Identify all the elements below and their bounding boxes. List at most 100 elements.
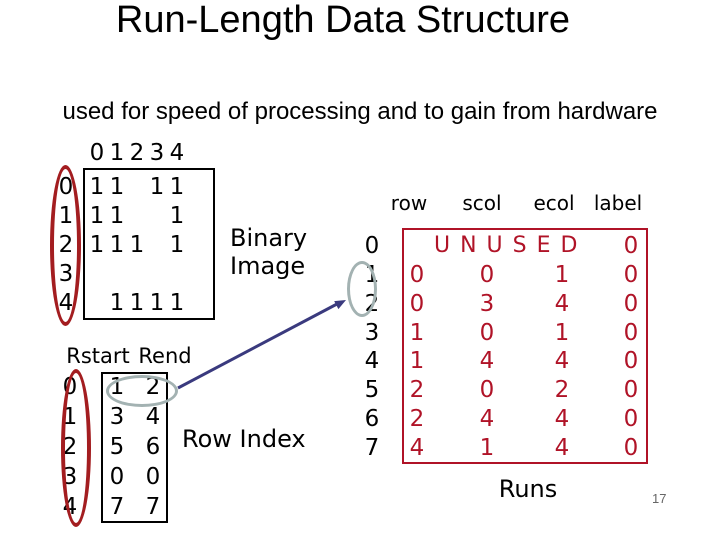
col-header-cell: 0 xyxy=(89,140,105,166)
run-scol-cell: 3 xyxy=(479,290,495,317)
run-index-cell: 5 xyxy=(364,377,380,404)
rend-cell: 7 xyxy=(145,494,161,520)
matrix-cell: 1 xyxy=(89,173,105,200)
run-scol-cell: 4 xyxy=(479,348,495,375)
matrix-cell: 1 xyxy=(89,202,105,229)
matrix-cell xyxy=(167,259,187,288)
red-ellipse-rowindex-labels xyxy=(61,369,91,527)
run-label-cell: 0 xyxy=(623,290,639,317)
matrix-cell: 1 xyxy=(169,231,185,258)
matrix-cell xyxy=(127,201,147,230)
red-ellipse-binary-row-labels xyxy=(50,165,81,326)
page-number: 17 xyxy=(652,491,667,506)
run-index-cell: 0 xyxy=(364,233,380,260)
row-index-label: Row Index xyxy=(182,425,306,453)
run-ecol-cell: 4 xyxy=(554,405,570,432)
run-row-cell: 1 xyxy=(409,348,425,375)
run-index-cell: 7 xyxy=(364,434,380,461)
matrix-cell: 1 xyxy=(109,173,125,200)
runs-header-label: label xyxy=(593,191,643,215)
rend-cell: 4 xyxy=(145,404,161,430)
run-ecol-cell: 2 xyxy=(554,377,570,404)
run-index-cell: 6 xyxy=(364,405,380,432)
run-index-cell: 4 xyxy=(364,348,380,375)
rend-header: Rend xyxy=(138,344,192,368)
run-row-cell: 2 xyxy=(409,405,425,432)
matrix-cell xyxy=(147,201,167,230)
run-scol-cell: 0 xyxy=(479,377,495,404)
run-label-cell: 0 xyxy=(623,319,639,346)
run-index-cell: 3 xyxy=(364,319,380,346)
matrix-cell xyxy=(147,230,167,259)
run-label-cell: 0 xyxy=(623,405,639,432)
matrix-cell: 1 xyxy=(109,202,125,229)
runs-box xyxy=(402,228,648,464)
matrix-cell: 1 xyxy=(169,173,185,200)
matrix-cell xyxy=(147,259,167,288)
runs-header-ecol: ecol xyxy=(533,191,575,215)
col-header-cell: 1 xyxy=(109,140,125,166)
matrix-cell xyxy=(127,172,147,201)
matrix-cell: 1 xyxy=(109,231,125,258)
matrix-cell xyxy=(127,259,147,288)
col-header-cell: 3 xyxy=(149,140,165,166)
runs-unused-text: UNUSED xyxy=(434,233,588,258)
run-row-cell: 2 xyxy=(409,377,425,404)
run-ecol-cell: 4 xyxy=(554,348,570,375)
rend-cell: 6 xyxy=(145,434,161,460)
run-scol-cell: 0 xyxy=(479,319,495,346)
gray-ellipse-run-indices xyxy=(347,261,377,317)
run-ecol-cell: 1 xyxy=(554,319,570,346)
gray-ellipse-first-run-pair xyxy=(106,375,178,407)
matrix-cell: 1 xyxy=(169,202,185,229)
run-row-cell: 1 xyxy=(409,319,425,346)
rend-cell: 0 xyxy=(145,464,161,490)
runs-header-scol: scol xyxy=(462,191,502,215)
rstart-cell: 0 xyxy=(109,464,125,490)
matrix-cell xyxy=(87,288,107,317)
rstart-cell: 5 xyxy=(109,434,125,460)
run-label-cell: 0 xyxy=(623,348,639,375)
run-ecol-cell: 4 xyxy=(554,290,570,317)
matrix-cell: 1 xyxy=(129,231,145,258)
matrix-cell: 1 xyxy=(149,173,165,200)
run-ecol-cell: 1 xyxy=(554,262,570,289)
matrix-cell: 1 xyxy=(169,289,185,316)
rstart-header: Rstart xyxy=(66,344,130,368)
run-scol-cell: 1 xyxy=(479,434,495,461)
run-ecol-cell: 4 xyxy=(554,434,570,461)
matrix-cell xyxy=(107,259,127,288)
run-scol-cell: 4 xyxy=(479,405,495,432)
page-subtitle: used for speed of processing and to gain… xyxy=(62,98,658,125)
rstart-cell: 7 xyxy=(109,494,125,520)
binary-image-box xyxy=(83,168,215,320)
matrix-cell: 1 xyxy=(89,231,105,258)
run-label-cell: 0 xyxy=(623,233,639,260)
run-label-cell: 0 xyxy=(623,434,639,461)
run-row-cell xyxy=(403,232,431,261)
page-title: Run-Length Data Structure xyxy=(115,0,571,41)
runs-header-row: row xyxy=(390,191,428,215)
matrix-cell: 1 xyxy=(129,289,145,316)
binary-image-label: Binary Image xyxy=(230,224,308,280)
run-label-cell: 0 xyxy=(623,262,639,289)
run-label-cell: 0 xyxy=(623,377,639,404)
matrix-cell xyxy=(87,259,107,288)
run-row-cell: 0 xyxy=(409,290,425,317)
col-header-cell: 4 xyxy=(169,140,185,166)
matrix-cell: 1 xyxy=(109,289,125,316)
run-row-cell: 0 xyxy=(409,262,425,289)
run-scol-cell: 0 xyxy=(479,262,495,289)
matrix-cell: 1 xyxy=(149,289,165,316)
run-row-cell: 4 xyxy=(409,434,425,461)
row-index-box xyxy=(101,372,168,523)
rstart-cell: 3 xyxy=(109,404,125,430)
col-header-cell: 2 xyxy=(129,140,145,166)
